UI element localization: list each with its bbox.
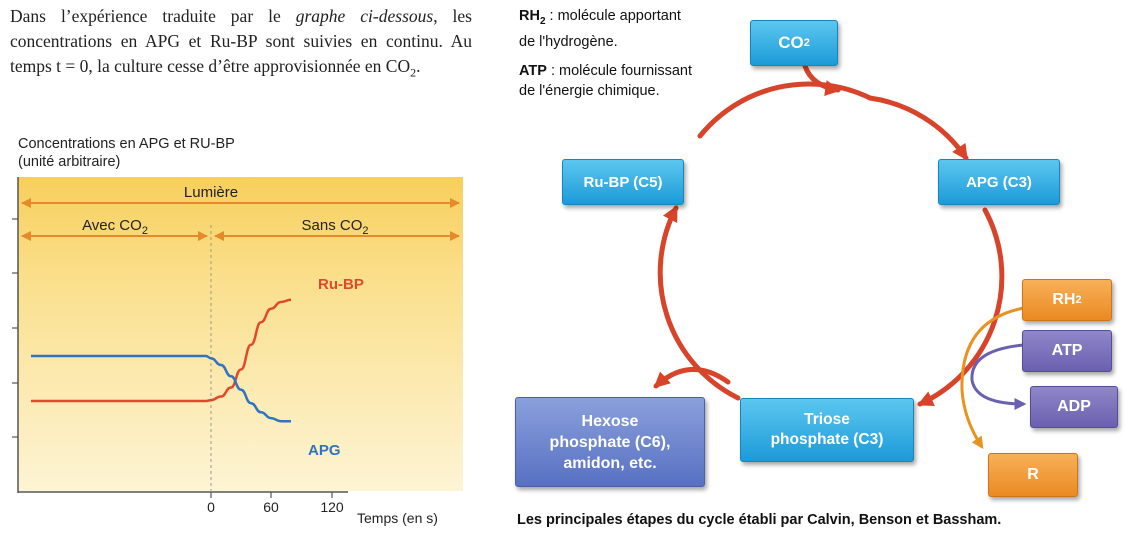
chart-title-line1: Concentrations en APG et RU-BP	[18, 136, 235, 152]
avec-co2-label: Avec CO2	[82, 217, 148, 237]
intro-italic: graphe ci-dessous	[295, 6, 434, 26]
cycle-arc-triose-to-rubp	[657, 205, 741, 401]
hexose-branch-arrow	[653, 367, 731, 389]
series-label-rubp: Ru-BP	[318, 276, 364, 293]
definitions-legend: RH2 : molécule apportant de l'hydrogène.…	[519, 6, 692, 110]
chart-title-line2: (unité arbitraire)	[18, 154, 121, 170]
rh2-def: : molécule apportant	[545, 8, 681, 24]
intro-end: .	[416, 56, 421, 76]
x-axis-ticks	[210, 492, 333, 498]
intro-text-1: Dans l’expérience traduite par le	[10, 6, 296, 26]
lumiere-label: Lumière	[184, 184, 238, 201]
sans-co2-label: Sans CO2	[302, 217, 369, 237]
chart-background	[18, 177, 463, 491]
atp-def: : molécule fournissant	[546, 62, 693, 79]
intro-sub: 2	[410, 65, 417, 80]
x-tick-60: 60	[263, 499, 279, 515]
rh2-term: RH	[519, 8, 540, 24]
adp-box: ADP	[1030, 386, 1118, 428]
atp-box: ATP	[1022, 330, 1112, 372]
series-line-rubp	[31, 298, 292, 403]
figure-caption: Les principales étapes du cycle établi p…	[517, 512, 1002, 528]
intro-text-2: , les concentrations en APG et Ru-BP son…	[10, 6, 472, 76]
atp-definition: ATP : molécule fournissant de l'énergie …	[519, 61, 692, 101]
cycle-arc-to-apg	[867, 95, 969, 161]
x-axis-label: Temps (en s)	[357, 510, 438, 526]
calvin-cycle-arrows	[653, 63, 1005, 407]
chart-title: Concentrations en APG et RU-BP (unité ar…	[18, 135, 235, 171]
cycle-arc-rubp-to-top	[697, 81, 873, 139]
r-box: R	[988, 453, 1078, 497]
y-axis-ticks	[12, 218, 18, 438]
intro-paragraph: Dans l’expérience traduite par le graphe…	[10, 4, 472, 86]
rh2-term-sub: 2	[539, 15, 546, 27]
x-tick-120: 120	[320, 499, 344, 515]
series-label-apg: APG	[308, 442, 341, 459]
cycle-arc-apg-to-triose	[917, 207, 1005, 407]
apg-box: APG (C3)	[938, 159, 1060, 205]
rubp-box: Ru-BP (C5)	[562, 159, 684, 205]
triose-phosphate-box: Triose phosphate (C3)	[740, 398, 914, 462]
rh2-definition: RH2 : molécule apportant de l'hydrogène.	[519, 6, 692, 52]
atp-term: ATP	[519, 62, 547, 79]
hexose-phosphate-box: Hexose phosphate (C6), amidon, etc.	[515, 397, 705, 487]
atp-to-adp-arrow	[970, 343, 1027, 410]
x-tick-0: 0	[207, 499, 215, 515]
atp-def-line2: de l'énergie chimique.	[519, 82, 660, 99]
rh2-def-line2: de l'hydrogène.	[519, 33, 618, 50]
series-line-apg	[31, 354, 291, 423]
rh2-to-r-arrow	[960, 306, 1025, 449]
